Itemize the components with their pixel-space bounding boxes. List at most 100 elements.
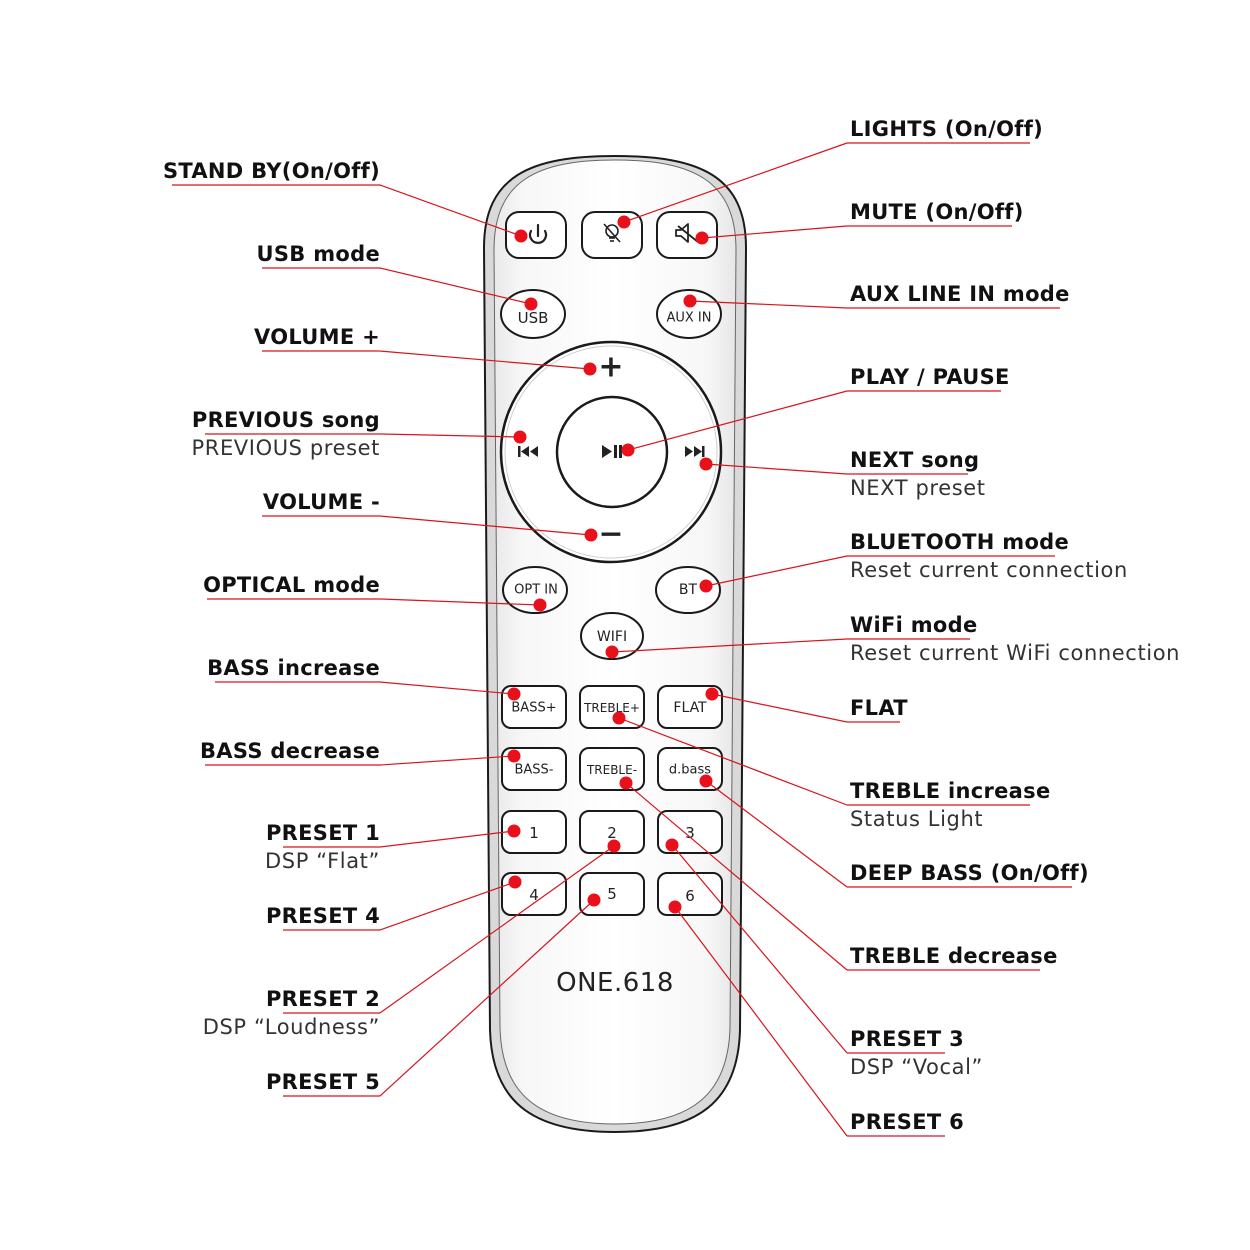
callout-dot-flat: [705, 687, 719, 701]
label-next: NEXT song NEXT preset: [850, 446, 986, 502]
label-volume-down-title: VOLUME -: [262, 490, 380, 514]
label-treble-up-sub: Status Light: [850, 807, 984, 831]
leader-previous: [379, 433, 521, 438]
bass-down-button[interactable]: BASS-: [501, 747, 567, 791]
volume-up-button[interactable]: +: [590, 350, 634, 387]
leader-aux: [689, 300, 848, 309]
label-lights-title: LIGHTS (On/Off): [850, 117, 1044, 141]
preset-4-label: 4: [529, 886, 539, 904]
preset-5-button[interactable]: 5: [579, 872, 645, 916]
flat-label: FLAT: [673, 700, 707, 716]
optical-in-button[interactable]: OPT IN: [502, 566, 568, 614]
label-next-sub: NEXT preset: [850, 476, 986, 500]
treble-up-button[interactable]: TREBLE+: [579, 685, 645, 729]
label-deep-bass: DEEP BASS (On/Off): [850, 859, 1089, 887]
leader-preset-2: [379, 845, 615, 1014]
label-usb: USB mode: [257, 240, 380, 268]
callout-dot-lights: [617, 215, 631, 229]
brand-logo-text: ONE.618: [556, 968, 674, 998]
callout-dot-previous: [513, 430, 527, 444]
label-preset-6: PRESET 6: [850, 1108, 964, 1136]
label-flat: FLAT: [850, 694, 908, 722]
treble-down-button[interactable]: TREBLE-: [579, 747, 645, 791]
volume-up-label: +: [598, 350, 623, 385]
leader-play: [627, 390, 848, 451]
label-preset-2-sub: DSP “Loudness”: [202, 1015, 380, 1039]
preset-6-button[interactable]: 6: [657, 872, 723, 916]
bass-down-label: BASS-: [514, 763, 553, 778]
label-mute-title: MUTE (On/Off): [850, 200, 1024, 224]
callout-dot-mute: [695, 231, 709, 245]
label-previous-sub: PREVIOUS preset: [191, 436, 380, 460]
label-preset-4: PRESET 4: [266, 902, 380, 930]
bluetooth-button[interactable]: BT: [655, 566, 721, 614]
label-treble-down-title: TREBLE decrease: [850, 944, 1058, 968]
leader-standby: [379, 184, 522, 237]
callout-dot-aux: [683, 294, 697, 308]
label-play-pause: PLAY / PAUSE: [850, 363, 1010, 391]
leader-deep-bass: [705, 780, 848, 888]
label-preset-2-title: PRESET 2: [265, 987, 380, 1011]
leader-bluetooth: [705, 555, 848, 587]
wifi-button-label: WIFI: [597, 629, 627, 645]
leader-bass-up: [379, 681, 515, 695]
label-volume-up-title: VOLUME +: [254, 325, 380, 349]
usb-button[interactable]: USB: [500, 289, 566, 339]
preset-2-button[interactable]: 2: [579, 810, 645, 854]
label-treble-down: TREBLE decrease: [850, 942, 1058, 970]
label-wifi: WiFi mode Reset current WiFi connection: [850, 611, 1180, 667]
label-bass-up-title: BASS increase: [207, 656, 380, 680]
preset-5-label: 5: [607, 885, 617, 903]
label-bass-up: BASS increase: [207, 654, 380, 682]
label-treble-up: TREBLE increase Status Light: [850, 777, 1051, 833]
play-pause-icon: [602, 445, 622, 458]
label-volume-up: VOLUME +: [254, 323, 380, 351]
label-aux-title: AUX LINE IN mode: [850, 282, 1070, 306]
label-flat-title: FLAT: [850, 696, 908, 720]
skip-previous-icon: [518, 446, 538, 457]
label-preset-3-title: PRESET 3: [850, 1027, 965, 1051]
leader-preset-1: [379, 830, 515, 848]
leader-preset-5: [379, 899, 595, 1097]
preset-6-label: 6: [685, 887, 695, 905]
bluetooth-button-label: BT: [679, 582, 698, 598]
label-previous-title: PREVIOUS song: [191, 408, 380, 432]
deep-bass-button[interactable]: d.bass: [657, 747, 723, 791]
leader-mute: [701, 225, 848, 239]
leader-preset-4: [379, 881, 516, 931]
mute-button[interactable]: [656, 211, 718, 259]
callout-dot-wifi: [605, 645, 619, 659]
skip-next-icon: [685, 446, 705, 457]
callout-dot-treble-down: [619, 776, 633, 790]
deep-bass-label: d.bass: [669, 763, 711, 778]
label-standby: STAND BY(On/Off): [163, 157, 380, 185]
leader-wifi: [611, 638, 848, 653]
next-button[interactable]: [685, 446, 705, 457]
callout-dot-next: [699, 457, 713, 471]
previous-button[interactable]: [518, 446, 538, 457]
power-button[interactable]: [505, 211, 567, 259]
wifi-button[interactable]: WIFI: [580, 612, 644, 660]
leader-treble-up: [618, 717, 848, 806]
aux-in-button-label: AUX IN: [666, 311, 711, 326]
label-preset-4-title: PRESET 4: [265, 904, 380, 928]
volume-down-label: −: [598, 517, 623, 552]
play-pause-button[interactable]: [555, 395, 669, 509]
preset-1-label: 1: [529, 824, 539, 842]
callout-dot-preset-4: [508, 875, 522, 889]
optical-in-button-label: OPT IN: [514, 583, 558, 598]
label-wifi-sub: Reset current WiFi connection: [850, 641, 1181, 665]
power-icon: [528, 223, 548, 244]
callout-dot-bass-down: [507, 749, 521, 763]
callout-dot-bluetooth: [699, 579, 713, 593]
callout-dot-bass-up: [507, 687, 521, 701]
callout-dot-preset-6: [668, 900, 682, 914]
label-previous: PREVIOUS song PREVIOUS preset: [191, 406, 380, 462]
volume-down-button[interactable]: −: [590, 517, 634, 555]
label-treble-up-title: TREBLE increase: [850, 779, 1051, 803]
bass-up-label: BASS+: [511, 701, 556, 716]
label-preset-5-title: PRESET 5: [265, 1070, 380, 1094]
usb-button-label: USB: [518, 309, 549, 327]
